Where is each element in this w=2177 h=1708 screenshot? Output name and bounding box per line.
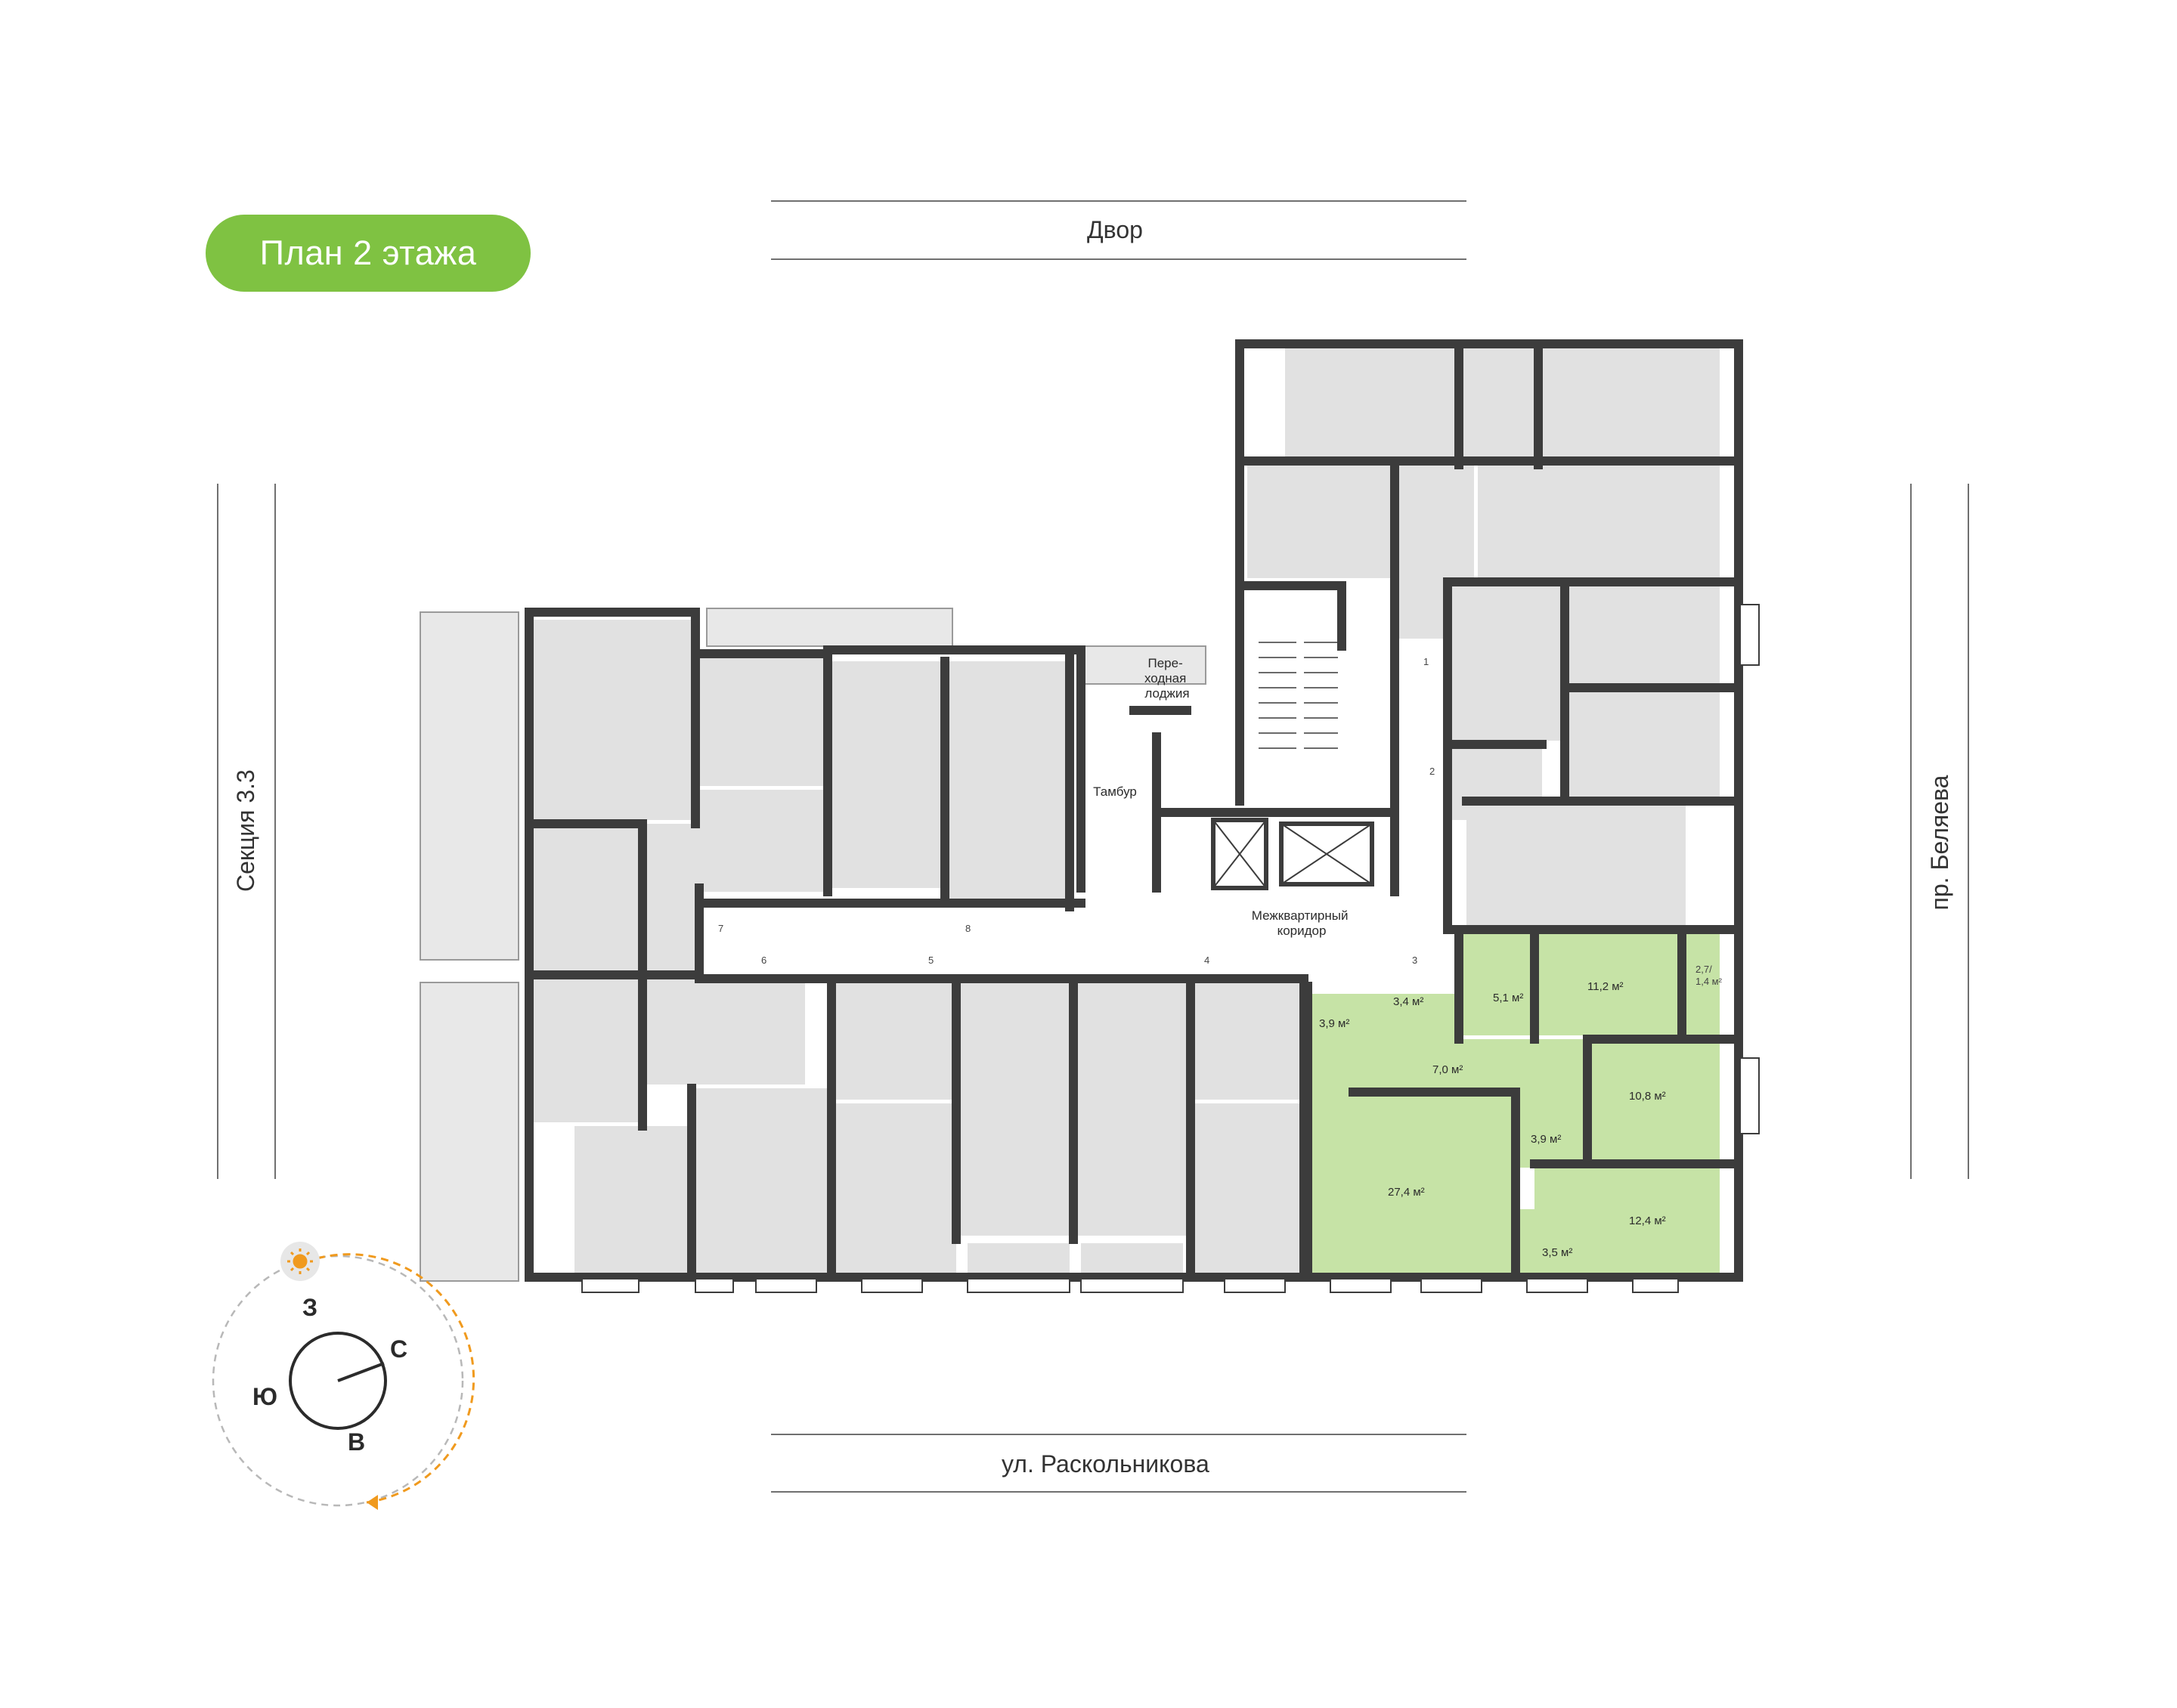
door-number-7: 7 — [718, 923, 723, 934]
room-w12 — [835, 979, 971, 1100]
door-number-8: 8 — [965, 923, 971, 934]
common-area-labels: Пере- ходная лоджия Тамбур Межквартирный… — [1093, 656, 1352, 938]
area-label-balcony: 2,7/1,4 м² — [1695, 964, 1723, 987]
compass — [212, 1242, 475, 1510]
room-w19 — [1081, 1243, 1183, 1277]
compass-needle — [337, 1362, 385, 1382]
room-ne1 — [1285, 348, 1459, 461]
apt-room-wc[interactable] — [1516, 1209, 1591, 1273]
room-w15 — [1073, 979, 1191, 1236]
street-line-right-1 — [1910, 484, 1912, 1179]
room-ne4 — [1247, 465, 1395, 578]
room-w9 — [949, 661, 1070, 903]
room-w11 — [695, 1088, 831, 1277]
area-label-wc: 3,5 м² — [1542, 1246, 1572, 1259]
label-corridor: Межквартирный коридор — [1252, 908, 1352, 938]
street-line-bottom-1 — [771, 1434, 1466, 1435]
room-w2 — [529, 824, 643, 975]
balconies — [420, 608, 1206, 1282]
area-label-closet: 3,9 м² — [1319, 1017, 1349, 1030]
apt-room-living[interactable] — [1308, 1092, 1516, 1273]
room-w4 — [574, 1126, 695, 1277]
area-label-bedroom3: 12,4 м² — [1629, 1214, 1666, 1227]
apt-room-balcony[interactable] — [1684, 933, 1720, 1035]
door-number-1: 1 — [1423, 656, 1429, 667]
room-ne7 — [1451, 582, 1565, 741]
door-number-2: 2 — [1429, 766, 1435, 777]
compass-label-south: Ю — [252, 1383, 277, 1410]
balcony-west-lower — [420, 982, 519, 1282]
room-w7 — [646, 824, 699, 971]
balcony-north-2 — [1080, 645, 1206, 685]
stair-steps — [1259, 642, 1338, 749]
apt-room-bath[interactable] — [1459, 933, 1534, 1035]
area-label-bedroom2: 10,8 м² — [1629, 1090, 1666, 1103]
windows — [581, 604, 1760, 1293]
room-w1 — [529, 620, 695, 820]
area-label-hall: 3,4 м² — [1393, 995, 1423, 1008]
street-line-bottom-2 — [771, 1491, 1466, 1493]
room-ne9 — [1568, 692, 1720, 801]
door-number-5: 5 — [928, 955, 934, 966]
core — [1211, 586, 1374, 890]
room-ne2 — [1463, 348, 1538, 461]
apt-room-hall2[interactable] — [1516, 1092, 1587, 1168]
sun-icon — [287, 1249, 313, 1274]
apt-room-corridor[interactable] — [1308, 1039, 1584, 1092]
street-line-top-2 — [771, 258, 1466, 260]
room-w10 — [646, 979, 805, 1085]
apartments-grey — [529, 348, 1720, 1277]
balcony-west-upper — [420, 611, 519, 961]
room-ne6 — [1478, 465, 1720, 578]
room-w5 — [699, 658, 828, 786]
room-w8 — [831, 661, 945, 888]
area-label-bedroom1: 11,2 м² — [1587, 980, 1624, 993]
balcony-north-1 — [706, 608, 953, 647]
room-w17 — [1194, 1103, 1304, 1277]
apartment-area-labels: 3,4 м² 5,1 м² 11,2 м² 2,7/1,4 м² 3,9 м² … — [1319, 964, 1723, 1259]
compass-label-west: З — [302, 1294, 318, 1321]
door-number-3: 3 — [1412, 955, 1417, 966]
room-w18 — [968, 1243, 1070, 1277]
compass-label-north: С — [390, 1335, 408, 1363]
room-w14 — [956, 979, 1070, 1236]
street-line-top-1 — [771, 200, 1466, 202]
compass-circle — [289, 1332, 387, 1430]
street-line-left-2 — [274, 484, 276, 1179]
street-label-bottom: ул. Раскольникова — [1002, 1450, 1209, 1477]
room-w16 — [1194, 979, 1304, 1100]
area-label-living: 27,4 м² — [1388, 1186, 1425, 1199]
compass-label-east: В — [348, 1428, 366, 1456]
label-vestibule: Тамбур — [1093, 784, 1137, 799]
room-w6 — [699, 790, 828, 892]
label-loggia: Пере- ходная лоджия — [1144, 656, 1190, 701]
door-numbers: 1 2 3 4 5 6 7 8 — [718, 656, 1435, 966]
walls — [525, 339, 1743, 1282]
area-label-bath: 5,1 м² — [1493, 992, 1523, 1004]
door-number-6: 6 — [761, 955, 766, 966]
room-ne3 — [1542, 348, 1720, 461]
area-label-hall2: 3,9 м² — [1531, 1133, 1561, 1146]
room-w3 — [529, 979, 643, 1122]
room-ne11 — [1466, 805, 1686, 926]
room-ne8 — [1568, 582, 1720, 688]
apt-room-bedroom2[interactable] — [1587, 1039, 1720, 1160]
compass-dashed-circle — [212, 1255, 464, 1507]
street-line-right-2 — [1968, 484, 1969, 1179]
room-w13 — [835, 1103, 956, 1277]
door-number-4: 4 — [1204, 955, 1209, 966]
sun-path-arrow-icon — [367, 1495, 378, 1510]
apt-room-bedroom1[interactable] — [1538, 933, 1682, 1035]
stairs — [1251, 586, 1342, 805]
street-line-left-1 — [217, 484, 218, 1179]
area-label-corridor: 7,0 м² — [1432, 1063, 1463, 1076]
selected-apartment[interactable] — [1308, 933, 1720, 1273]
floor-plan-title: План 2 этажа — [206, 215, 531, 292]
street-label-top: Двор — [1087, 216, 1143, 243]
